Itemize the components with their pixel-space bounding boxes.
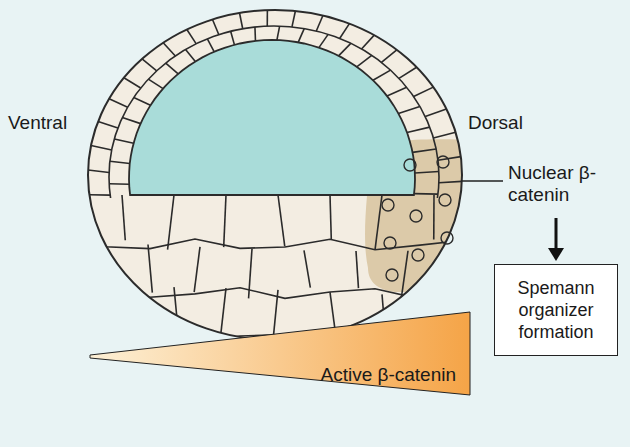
blastocoel xyxy=(129,40,415,195)
cell-row-wall xyxy=(60,239,465,250)
outer-cell-wall xyxy=(439,181,462,182)
outer-cell-wall xyxy=(362,35,375,49)
outer-cell-wall xyxy=(433,132,455,138)
cell-column-wall xyxy=(148,244,152,292)
inner-cell-wall xyxy=(407,127,430,132)
cell-column-wall xyxy=(433,195,435,239)
inner-cell-wall xyxy=(122,118,140,124)
leader-line xyxy=(461,180,503,181)
outer-cell-wall xyxy=(316,16,323,32)
inner-cell-wall xyxy=(413,149,437,152)
cell-column-wall xyxy=(330,195,331,239)
axis-label: Dorsal xyxy=(468,112,523,134)
outer-cell-wall xyxy=(240,13,243,29)
cell-column-wall xyxy=(70,195,76,239)
inner-cell-wall xyxy=(339,43,351,56)
inner-cell-wall xyxy=(357,55,372,66)
cell-column-wall xyxy=(459,250,460,292)
cell-column-wall xyxy=(122,195,125,240)
outer-cell-wall xyxy=(91,145,112,150)
cell-column-wall xyxy=(224,195,226,247)
outer-cell-wall xyxy=(88,170,109,172)
embryo-outline xyxy=(88,10,462,340)
cell-column-wall xyxy=(375,195,382,250)
cell-column-wall xyxy=(221,288,226,332)
inner-cell-wall xyxy=(398,106,419,113)
axis-label: Ventral xyxy=(8,112,67,134)
cell-column-wall xyxy=(122,287,126,344)
outer-cell-wall xyxy=(109,99,128,107)
outer-cell-wall xyxy=(438,157,461,161)
inner-cell-wall xyxy=(231,31,235,45)
inner-cell-wall xyxy=(277,26,280,40)
callout-label: Nuclear β-catenin xyxy=(508,162,608,206)
inner-cell-wall xyxy=(109,183,129,185)
cell-column-wall xyxy=(356,251,358,288)
cell-column-wall xyxy=(483,298,486,344)
outer-cell-wall xyxy=(124,78,141,88)
inner-cell-wall xyxy=(166,63,178,74)
cell-column-wall xyxy=(274,290,278,335)
cell-column-wall xyxy=(278,195,285,246)
cell-column-wall xyxy=(96,242,101,293)
gradient-wedge: Active β-catenin xyxy=(88,310,472,398)
outer-cell-wall xyxy=(425,109,446,117)
inner-cell-wall xyxy=(298,29,304,43)
outer-cell-wall xyxy=(89,194,110,196)
inner-cell-wall xyxy=(134,97,151,105)
outer-cell-wall xyxy=(98,122,118,129)
arrow-head xyxy=(548,248,564,261)
inner-cell-wall xyxy=(110,161,130,163)
inner-cell-wall xyxy=(254,27,256,41)
process-box: Spemann organizer formation xyxy=(494,264,618,356)
wedge-text: Active β-catenin xyxy=(320,364,456,386)
outer-cell-wall xyxy=(340,24,350,39)
cell-column-wall xyxy=(194,247,200,292)
inner-cell-wall xyxy=(414,193,438,195)
inner-cell-wall xyxy=(319,34,328,47)
outer-cell-wall xyxy=(414,87,434,96)
outer-cell-wall xyxy=(142,59,157,71)
cell-column-wall xyxy=(168,195,174,250)
inner-cell-wall xyxy=(387,87,407,96)
roof-layer-line xyxy=(109,26,439,198)
cell-column-wall xyxy=(304,250,310,287)
inner-cell-wall xyxy=(186,50,196,62)
outer-cell-wall xyxy=(187,29,196,43)
outer-cell-wall xyxy=(212,19,218,34)
cell-column-wall xyxy=(486,195,493,251)
outer-cell-wall xyxy=(381,50,396,63)
outer-cell-wall xyxy=(399,67,417,78)
inner-cell-wall xyxy=(114,139,133,143)
outer-cell-wall xyxy=(163,43,175,56)
nuclei xyxy=(382,156,453,281)
inner-cell-wall xyxy=(415,171,439,172)
outer-cell-wall xyxy=(266,10,268,26)
outer-cell-wall xyxy=(292,11,295,27)
box-text: Spemann organizer formation xyxy=(504,277,608,343)
inner-cell-wall xyxy=(148,79,163,88)
cell-column-wall xyxy=(249,249,252,299)
arrow-shaft xyxy=(555,218,558,250)
inner-cell-wall xyxy=(373,70,391,80)
inner-cell-wall xyxy=(207,39,214,52)
cell-column-wall xyxy=(64,288,70,335)
